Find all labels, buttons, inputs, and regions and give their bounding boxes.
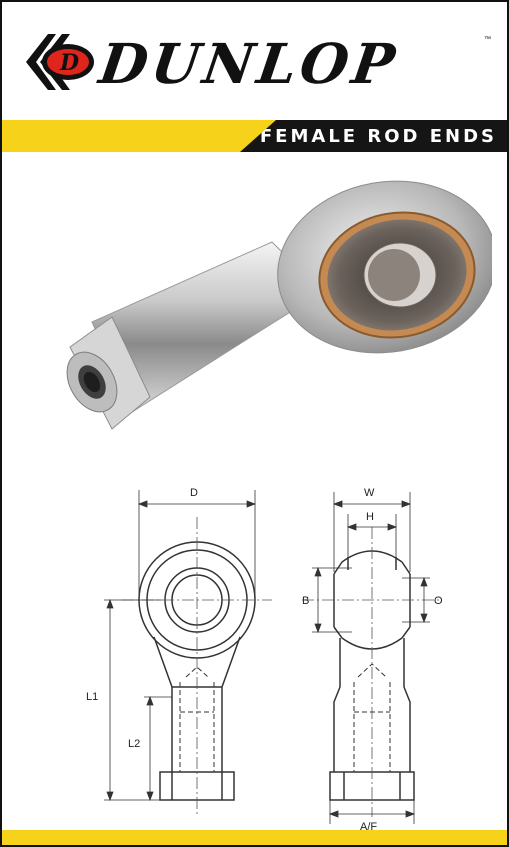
svg-text:D: D [59,50,79,76]
page-title: FEMALE ROD ENDS [259,126,497,147]
dim-label-w: W [364,487,375,499]
trademark-symbol: ™ [484,36,491,43]
dim-label-af: A/F [360,821,377,832]
dunlop-logo: D DUNLOP ™ [22,30,492,100]
dim-label-d: D [190,487,198,499]
accent-band-bottom [2,830,507,845]
technical-drawing: D L1 L2 [86,487,443,832]
dunlop-d-flying-logo-icon: D [26,34,94,90]
dim-label-l1: L1 [86,691,98,703]
title-bar: FEMALE ROD ENDS [240,120,507,152]
dim-label-o: O [434,595,443,607]
dim-label-b: B [302,595,309,607]
dim-label-h: H [366,511,374,523]
brand-wordmark: DUNLOP [95,31,403,96]
dim-label-l2: L2 [128,738,140,750]
product-photo [66,180,492,430]
